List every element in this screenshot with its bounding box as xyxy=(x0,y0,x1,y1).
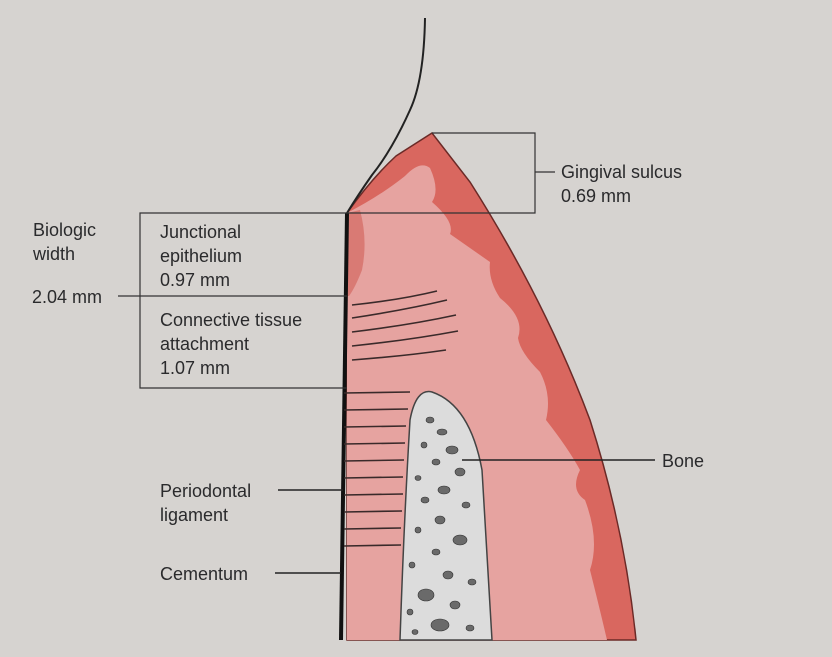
connective-tissue-label: Connective tissue attachment 1.07 mm xyxy=(160,308,302,380)
biologic-width-label: Biologic width xyxy=(33,218,96,266)
biologic-width-line2: width xyxy=(33,244,76,264)
periodontal-ligament-line2: ligament xyxy=(160,505,229,525)
gingival-sulcus-value: 0.69 mm xyxy=(561,186,632,206)
measurement-brackets xyxy=(118,132,555,389)
cementum-label: Cementum xyxy=(160,564,249,584)
enamel-outline xyxy=(346,17,426,214)
connective-tissue-line1: Connective tissue xyxy=(160,310,303,330)
periodontal-ligament-line1: Periodontal xyxy=(160,481,252,501)
bone-label: Bone xyxy=(662,451,705,471)
connective-tissue-line2: attachment xyxy=(160,334,250,354)
junctional-epithelium-label: Junctional epithelium 0.97 mm xyxy=(160,220,242,292)
leader-lines xyxy=(275,459,655,574)
pdl-fibers xyxy=(343,391,411,547)
junctional-epithelium xyxy=(347,210,365,296)
gingival-sulcus-label: Gingival sulcus 0.69 mm xyxy=(561,160,682,208)
junctional-epithelium-line1: Junctional xyxy=(160,222,242,242)
periodontal-ligament-label: Periodontal ligament xyxy=(160,479,251,527)
connective-fibers xyxy=(351,290,459,361)
gingival-sulcus-name: Gingival sulcus xyxy=(561,162,683,182)
junctional-epithelium-value: 0.97 mm xyxy=(160,270,231,290)
biologic-width-line1: Biologic xyxy=(33,220,97,240)
alveolar-bone xyxy=(399,390,493,641)
connective-tissue-value: 1.07 mm xyxy=(160,358,231,378)
biologic-width-value: 2.04 mm xyxy=(32,287,103,307)
bone-trabeculae xyxy=(406,416,477,635)
junctional-epithelium-line2: epithelium xyxy=(160,246,243,266)
